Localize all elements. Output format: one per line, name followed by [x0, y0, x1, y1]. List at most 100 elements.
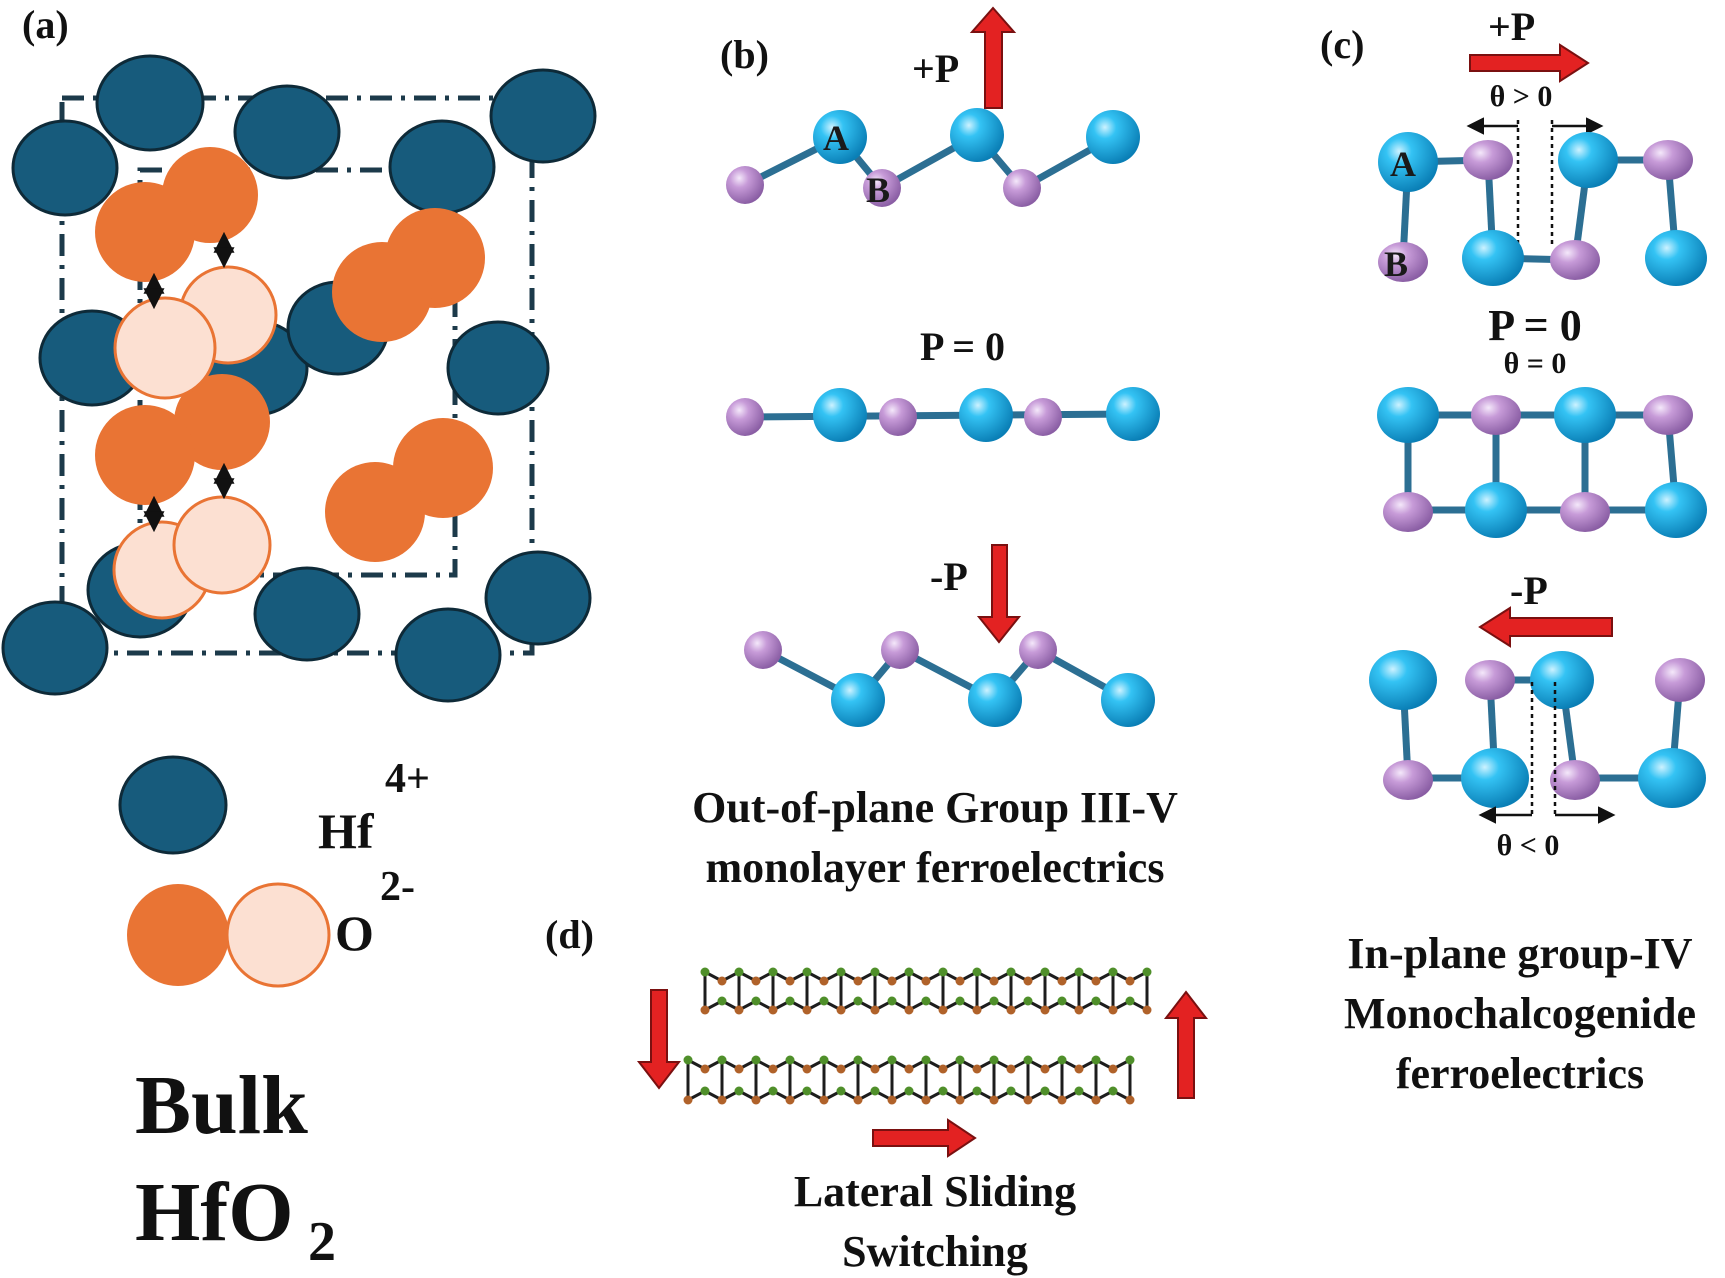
panel-b-label: (b)	[720, 32, 769, 77]
atom-b	[1378, 242, 1428, 282]
atom-a	[1101, 673, 1155, 727]
atom-a	[1530, 651, 1594, 709]
atom-b	[1643, 140, 1693, 180]
o-atom-orange	[325, 462, 425, 562]
minus-p-label: -P	[930, 554, 968, 599]
panel-c: (c) +P θ > 0	[1320, 4, 1707, 1098]
atom-b	[1560, 492, 1610, 532]
polarization-left-arrow	[1478, 606, 1613, 648]
atom-a-label: A	[823, 118, 849, 158]
legend-o-label: O	[335, 905, 374, 961]
polarization-down-arrow	[976, 544, 1022, 644]
atom-a	[1461, 748, 1529, 808]
hf-atom	[233, 84, 341, 180]
atom-a	[1645, 230, 1707, 286]
zero-p-label: P = 0	[920, 324, 1005, 369]
plus-p-label-c: +P	[1488, 4, 1535, 49]
panel-a-label: (a)	[22, 2, 69, 47]
atom-b	[881, 631, 919, 669]
sliding-down-arrow	[636, 989, 682, 1090]
chain-minus-p	[744, 631, 1155, 727]
atom-b	[1643, 395, 1693, 435]
o-atom-pale	[172, 495, 272, 595]
panel-c-caption-line1: In-plane group-IV	[1347, 929, 1692, 978]
legend-o-orange	[127, 884, 229, 986]
panel-a: (a)	[1, 2, 597, 1273]
panel-b-caption-line2: monolayer ferroelectrics	[706, 843, 1165, 892]
atom-a-label-c: A	[1390, 144, 1416, 184]
atom-b	[726, 166, 764, 204]
atom-b	[1471, 395, 1521, 435]
theta-positive-markers	[1466, 117, 1604, 248]
panel-b-caption-line1: Out-of-plane Group III-V	[692, 783, 1178, 832]
hf-atom	[11, 119, 119, 217]
zero-p-label-c: P = 0	[1488, 301, 1582, 350]
atom-b-label-c: B	[1384, 244, 1408, 284]
displacement-arrows	[143, 231, 235, 533]
lattice-zero-p	[1377, 387, 1707, 538]
hf-atom	[95, 54, 205, 152]
atom-b	[1024, 398, 1062, 436]
polarization-up-arrow	[969, 6, 1017, 109]
theta-negative-markers	[1478, 682, 1616, 824]
atom-a	[968, 673, 1022, 727]
panel-c-label: (c)	[1320, 22, 1364, 67]
panel-b: (b) A B +P P = 0 -P	[692, 6, 1178, 892]
atom-a	[1377, 387, 1439, 443]
atom-a	[1378, 132, 1438, 192]
atom-a	[813, 388, 867, 442]
panel-d: (d) Lateral Sliding Switching	[545, 912, 1209, 1276]
chain-plus-p: A B	[726, 108, 1140, 210]
panel-d-caption-line1: Lateral Sliding	[794, 1167, 1076, 1216]
minus-p-label-c: -P	[1510, 568, 1548, 613]
o-atoms-orange	[95, 147, 493, 562]
atom-a	[813, 110, 867, 164]
hf-atom	[394, 607, 502, 703]
o-atom-pale	[113, 296, 217, 400]
hf-atom	[484, 550, 592, 646]
atom-a	[1558, 132, 1618, 188]
chain-zero-p	[726, 387, 1160, 442]
panel-c-caption-line3: ferroelectrics	[1396, 1049, 1644, 1098]
atom-b	[1655, 658, 1705, 702]
hf-atom	[388, 119, 496, 215]
atom-a	[1554, 387, 1616, 443]
atom-b	[1019, 631, 1057, 669]
hfo2-caption: HfO	[135, 1166, 294, 1259]
atom-a	[950, 108, 1004, 162]
theta-positive-label: θ > 0	[1490, 80, 1553, 113]
atom-b	[744, 631, 782, 669]
atom-a	[1638, 748, 1706, 808]
atom-b	[1550, 760, 1600, 800]
panel-c-caption-line2: Monochalcogenide	[1344, 989, 1696, 1038]
upper-ribbon	[700, 967, 1152, 1015]
lattice-minus-p	[1369, 650, 1706, 808]
hf-atom	[446, 320, 550, 416]
o-atom-orange	[95, 405, 195, 505]
legend-hf-charge: 4+	[385, 756, 430, 802]
atom-b	[1003, 169, 1041, 207]
hfo2-subscript: 2	[308, 1211, 336, 1273]
sliding-right-arrow	[872, 1118, 977, 1158]
theta-negative-label: θ < 0	[1497, 829, 1560, 862]
legend-o-charge: 2-	[380, 864, 415, 910]
atom-a	[1465, 482, 1527, 538]
polarization-right-arrow	[1469, 43, 1590, 83]
panel-d-caption-line2: Switching	[842, 1227, 1028, 1276]
legend: Hf 4+ O 2-	[118, 755, 430, 988]
atom-b	[863, 169, 901, 207]
atom-a	[831, 673, 885, 727]
atom-b	[726, 398, 764, 436]
legend-o-pale	[225, 882, 331, 988]
atom-a	[959, 388, 1013, 442]
atom-b	[1383, 492, 1433, 532]
atom-b	[1383, 760, 1433, 800]
bulk-caption: Bulk	[135, 1059, 308, 1152]
atom-b-label: B	[866, 170, 890, 210]
legend-hf-atom	[118, 755, 228, 855]
lower-ribbon	[683, 1055, 1135, 1105]
plus-p-label: +P	[912, 46, 959, 91]
atom-b	[1550, 240, 1600, 280]
hf-atom	[489, 68, 597, 164]
